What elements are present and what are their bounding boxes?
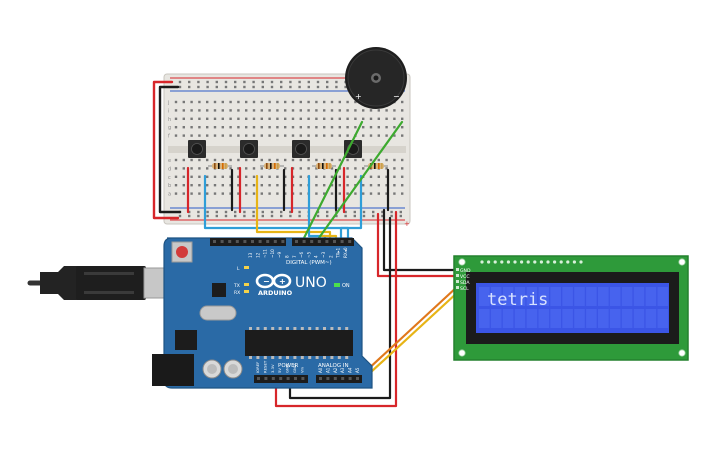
lcd-character-grid [479,287,669,328]
digital-header-left[interactable] [210,238,286,246]
lcd-pin-label: SCL [460,286,469,292]
atmega-chip [245,330,353,356]
digital-pin-label: ~11 [263,249,268,258]
digital-pin-label: 8 [285,255,290,258]
power-pin-label: 3.3V [270,364,275,373]
digital-header-right[interactable] [292,238,354,246]
wire-green-2 [314,120,404,244]
power-label: POWER [278,363,299,369]
voltage-regulator [175,330,197,350]
wire-red-lcd-vcc [376,212,460,278]
row-letter-bottom: a [168,192,171,198]
analog-pin-label: A0 [318,367,323,373]
analog-pin-label: A3 [340,367,345,373]
led-tx-label: TX [233,283,240,289]
resistor-3[interactable] [312,163,336,169]
usb-chip [212,283,226,297]
power-pin-label: GND [285,364,290,373]
digital-pin-label: 12 [255,252,260,258]
wire-black-lcd-gnd [382,208,460,272]
digital-pin-label: 13 [248,252,253,258]
led-l-label: L [237,266,240,272]
analog-pin-label: A4 [348,367,353,373]
row-letter-bottom: c [168,175,171,181]
buzzer-plus-label: + [355,92,362,101]
wire-black-gnd [288,216,392,400]
row-letter-top: j [167,100,169,106]
wire-blue-3 [339,174,363,246]
power-pin-label: Vin [299,366,304,373]
power-pin-label: GND [292,364,297,373]
breadboard-jumpers [186,166,390,214]
digital-pin-label: 4 [314,255,319,258]
crystal [199,305,237,321]
wire-red-5v [274,210,398,408]
digital-pin-label: ~10 [270,249,275,258]
usb-cable[interactable] [27,266,175,300]
wire-black-rail [158,85,182,214]
digital-pin-label: ~5 [306,251,311,258]
on-label: ON [342,283,350,289]
row-letter-bottom: b [168,183,171,189]
wire-yellow-scl [356,290,460,386]
power-jack[interactable] [152,354,194,386]
arduino-brand: ARDUINO [258,289,293,297]
analog-pin-label: A2 [333,367,338,373]
digital-pin-label: ~3 [321,251,326,258]
power-pin-label: IOREF [255,362,260,373]
arduino-logo [255,273,292,289]
digital-pin-label: TX▸1 [336,247,341,259]
piezo-buzzer[interactable]: + − [345,47,407,109]
row-letter-top: i [168,108,169,114]
logo-plus-icon: + [279,277,286,286]
row-letter-bottom: d [168,166,171,172]
wire-green-1 [300,120,364,244]
lcd-pin-label: SDA [460,280,470,286]
lcd-display-text: tetris [487,290,548,310]
wire-blue-1 [203,174,350,246]
row-letter-top: f [168,134,170,140]
push-button-3[interactable] [292,140,310,158]
rail-plus-sign: + [404,220,410,228]
push-button-4[interactable] [344,140,362,158]
buzzer-minus-label: − [393,92,400,101]
analog-pin-label: A1 [325,367,330,373]
digital-pin-label: ~6 [299,251,304,258]
lcd-pin-label: VCC [460,274,470,280]
row-letter-top: g [168,125,171,131]
digital-pin-label: 7 [292,255,297,258]
digital-label: DIGITAL (PWM~) [286,260,332,266]
digital-pin-label: RX◂0 [343,247,348,258]
digital-pin-label: ~9 [277,251,282,258]
push-button-1[interactable] [188,140,206,158]
power-pin-label: RESET [262,360,267,373]
power-pin-label: 5V [277,368,282,373]
logo-minus-icon: − [263,277,270,286]
resistor-2[interactable] [260,163,284,169]
push-button-2[interactable] [240,140,258,158]
resistor-1[interactable] [208,163,232,169]
analog-header[interactable] [316,375,362,383]
analog-label: ANALOG IN [318,363,349,369]
row-letter-top: h [168,117,171,123]
lcd-pin-label: GND [460,268,471,274]
row-letter-bottom: e [168,158,171,164]
led-rx-label: RX [234,290,240,296]
arduino-model: UNO [295,275,327,291]
power-rail-top [178,80,402,89]
analog-pin-label: A5 [355,367,360,373]
wire-red-rail [152,80,180,220]
digital-pin-label: 2 [328,255,333,258]
